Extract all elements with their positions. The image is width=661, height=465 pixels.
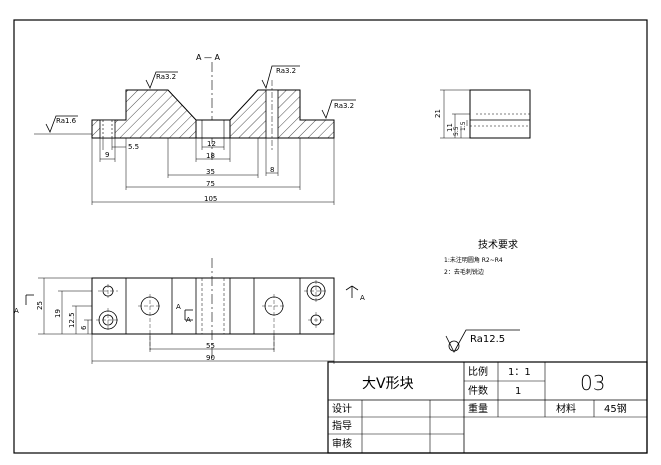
dim-55: 55 [206, 342, 215, 350]
roughness-general: Ra12.5 [445, 329, 520, 353]
svg-text:A: A [360, 294, 365, 302]
svg-text:A: A [176, 303, 181, 311]
side-view: 21 11 5.5 1.5 [434, 89, 531, 139]
dim-18: 18 [206, 152, 215, 160]
review-label: 审核 [332, 437, 352, 450]
drawing-border [13, 19, 648, 454]
svg-text:A: A [14, 307, 19, 315]
dim-12-5: 12.5 [68, 312, 76, 328]
drawing-number: 03 [580, 371, 605, 395]
svg-text:Ra3.2: Ra3.2 [156, 73, 176, 81]
section-label: A — A [196, 53, 221, 62]
scale-value: 1：1 [508, 367, 531, 378]
scale-label: 比例 [468, 365, 488, 378]
svg-text:Ra12.5: Ra12.5 [470, 334, 505, 345]
section-cut-marker: A A [176, 303, 193, 324]
dim-11: 11 [446, 123, 454, 132]
title-block [327, 361, 648, 454]
roughness-top-left: Ra3.2 [145, 71, 178, 89]
technical-requirements: 技术要求 1:未注明圆角 R2~R4 2：去毛刺锐边 [444, 238, 518, 276]
dim-6: 6 [80, 325, 88, 330]
tech-line-1: 1:未注明圆角 R2~R4 [444, 256, 503, 264]
dim-9: 9 [105, 151, 109, 159]
weight-label: 重量 [468, 402, 488, 415]
view-arrow-left: A [14, 294, 34, 315]
section-view-a-a: A — A Ra3.2 Ra3.2 Ra3.2 [34, 53, 356, 205]
design-label: 设计 [332, 402, 352, 415]
svg-text:Ra1.6: Ra1.6 [56, 117, 77, 125]
dim-35: 35 [206, 168, 215, 176]
qty-label: 件数 [468, 384, 488, 397]
svg-text:Ra3.2: Ra3.2 [276, 67, 296, 75]
dim-1-5: 1.5 [460, 121, 467, 131]
dim-19: 19 [54, 309, 62, 318]
dim-12: 12 [207, 140, 216, 148]
dim-8: 8 [270, 166, 274, 174]
guide-label: 指导 [332, 419, 352, 432]
hole-left [99, 119, 116, 139]
dim-75: 75 [206, 180, 215, 188]
svg-text:Ra3.2: Ra3.2 [334, 102, 354, 110]
v-slot-bottom [195, 119, 231, 139]
top-view: A A A A [14, 258, 365, 364]
roughness-right: Ra3.2 [321, 99, 356, 120]
dim-5-5: 5.5 [128, 143, 139, 151]
dim-21: 21 [434, 109, 442, 118]
dim-90: 90 [206, 354, 215, 362]
dim-25: 25 [36, 301, 44, 310]
qty-value: 1 [515, 386, 521, 397]
part-name: 大V形块 [362, 376, 414, 392]
svg-text:A: A [186, 316, 191, 324]
dim-5-5-side: 5.5 [453, 126, 460, 136]
roughness-top-right: Ra3.2 [261, 65, 300, 90]
view-arrow-right: A [345, 285, 365, 302]
tech-line-2: 2：去毛刺锐边 [444, 268, 484, 276]
tech-title: 技术要求 [478, 238, 518, 251]
material-label: 材料 [556, 402, 576, 415]
roughness-left: Ra1.6 [34, 115, 92, 135]
dim-105: 105 [204, 195, 217, 203]
material-value: 45钢 [604, 402, 627, 415]
